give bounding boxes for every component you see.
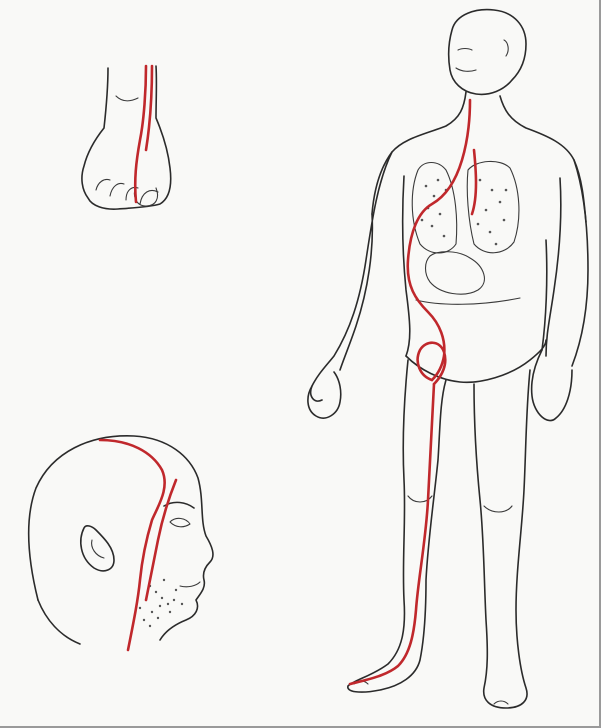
foot-meridian-line [135,66,146,202]
head-neck-back [38,600,80,644]
foot-toe-lines [96,179,158,204]
figure-head [449,10,526,95]
figure-leg-left [348,360,446,692]
figure-meridian-branch [472,150,476,214]
foot-illustration [82,66,171,209]
figure-hand-right [532,350,572,421]
figure-neck-shoulders [372,92,586,222]
figure-arm-right [542,160,588,366]
figure-lung-texture [421,179,508,246]
figure-lung-left [412,163,456,254]
head-mouth [180,582,200,587]
figure-meridian-upper [408,100,470,380]
figure-hand-left [308,372,341,418]
head-eye [170,518,190,526]
figure-arm-left [311,152,392,401]
head-ear [81,526,114,571]
figure-meridian-leg [350,384,434,684]
figure-torso [403,176,561,356]
head-beard-texture [139,579,183,627]
figure-pelvis [406,340,546,382]
head-outline [29,436,213,640]
foot-ankle [116,96,138,101]
foot-outline-left [82,66,171,209]
head-ear-inner [92,540,104,558]
figure-knees [408,496,512,512]
figure-stomach [426,252,485,294]
figure-leg-right [474,370,530,708]
standing-figure-illustration [308,10,588,708]
head-profile-illustration [29,436,213,650]
foot-big-toe [134,186,157,206]
figure-abdomen-line [416,298,520,304]
figure-face-detail [456,40,508,71]
